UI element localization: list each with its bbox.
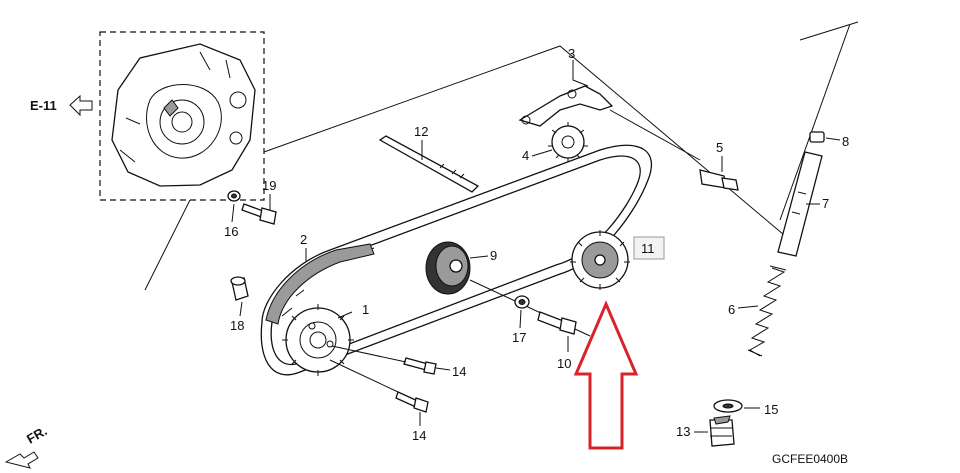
part-16-washer xyxy=(227,190,241,202)
part-12-shaft xyxy=(378,135,480,193)
callout-4: 4 xyxy=(522,148,529,163)
callout-14-upper: 14 xyxy=(452,364,466,379)
front-direction-arrow-icon xyxy=(4,451,39,469)
callout-11: 11 xyxy=(641,241,655,256)
callout-13: 13 xyxy=(676,424,690,439)
callout-18: 18 xyxy=(230,318,244,333)
part-3-bracket xyxy=(518,60,614,127)
figure-code: GCFEE0400B xyxy=(772,452,848,466)
callout-17: 17 xyxy=(512,330,526,345)
part-7-tube xyxy=(777,151,823,257)
crankcase-cover xyxy=(111,43,256,187)
highlight-arrow-icon xyxy=(573,300,639,450)
part-9-roller xyxy=(425,241,471,295)
callout-8: 8 xyxy=(842,134,849,149)
callout-19: 19 xyxy=(262,178,276,193)
callout-9: 9 xyxy=(490,248,497,263)
part-14-bolt-lower xyxy=(395,391,429,413)
part-10-bolt xyxy=(537,311,577,335)
part-13-plug xyxy=(709,415,735,447)
part-17-washer xyxy=(514,295,530,309)
part-4-sprocket xyxy=(548,122,588,162)
part-18-collar xyxy=(230,276,249,301)
callout-7: 7 xyxy=(822,196,829,211)
part-19-bolt xyxy=(241,203,277,225)
leader-line xyxy=(263,45,791,241)
callout-5: 5 xyxy=(716,140,723,155)
callout-14-lower: 14 xyxy=(412,428,426,443)
callout-1: 1 xyxy=(362,302,369,317)
callout-12: 12 xyxy=(414,124,428,139)
callout-10: 10 xyxy=(557,356,571,371)
part-8-cap xyxy=(809,131,825,143)
callout-15: 15 xyxy=(764,402,778,417)
callout-6: 6 xyxy=(728,302,735,317)
callout-3: 3 xyxy=(568,46,575,61)
part-2-chain xyxy=(260,144,653,376)
part-6-spring xyxy=(747,265,787,357)
crankcase-box xyxy=(99,31,265,201)
leader-line xyxy=(144,199,191,291)
reference-arrow-icon xyxy=(69,94,93,117)
callout-16: 16 xyxy=(224,224,238,239)
front-direction-label: FR. xyxy=(24,423,50,446)
callout-11-box xyxy=(633,236,665,260)
callout-2: 2 xyxy=(300,232,307,247)
part-11-sprocket xyxy=(570,230,630,290)
reference-label: E-11 xyxy=(30,98,57,113)
part-1-sprocket xyxy=(282,304,354,376)
part-15-washer xyxy=(713,399,743,413)
part-14-bolt-upper xyxy=(403,357,437,375)
leader-line xyxy=(779,23,851,221)
leader-line xyxy=(799,21,859,41)
part-5-bolt xyxy=(699,169,739,191)
